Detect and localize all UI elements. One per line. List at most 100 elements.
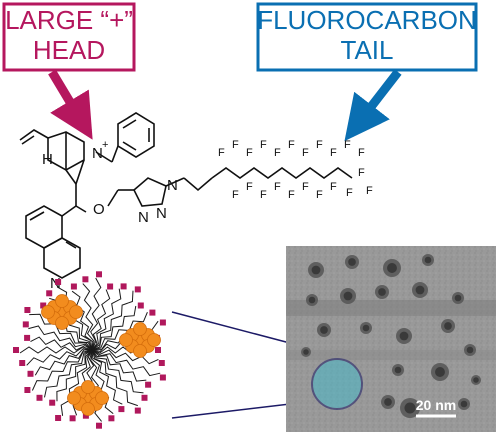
- surfactant-tail: [91, 349, 138, 407]
- surfactant-headgroup: [118, 406, 125, 413]
- surfactant-headgroup: [40, 302, 47, 309]
- tem-particle-core: [473, 377, 479, 383]
- surfactant-tail: [56, 349, 93, 402]
- nanoparticle: [133, 322, 147, 336]
- surfactant-headgroup: [107, 283, 114, 290]
- nanoparticle: [133, 344, 147, 358]
- surfactant-tail: [82, 283, 95, 351]
- surfactant-tail: [91, 312, 148, 351]
- fluorine-atom: F: [260, 139, 267, 151]
- tem-particle-core: [343, 291, 353, 301]
- fluorine-atom: F: [316, 189, 323, 201]
- tem-particle-core: [308, 296, 316, 304]
- surfactant-headgroup: [82, 276, 89, 283]
- surfactant-headgroup: [134, 286, 141, 293]
- surfactant-tail: [91, 349, 161, 377]
- molecule-structure: [19, 112, 353, 279]
- tail-label-line1: FLUOROCARBON: [257, 5, 477, 35]
- surfactant-tail: [91, 290, 134, 351]
- surfactant-tail: [28, 325, 93, 351]
- surfactant-headgroup: [96, 271, 102, 278]
- micelle-cartoon: [13, 271, 166, 429]
- surfactant-tail: [91, 305, 137, 351]
- nanoparticle: [41, 305, 55, 319]
- surfactant-tail: [30, 336, 93, 351]
- nanoparticle: [67, 391, 81, 405]
- surfactant-headgroup: [24, 307, 31, 313]
- tem-particle-core: [424, 256, 432, 264]
- fluorine-atom: F: [316, 139, 323, 151]
- fluorine-atom: F: [302, 181, 309, 193]
- surfactant-tail: [91, 349, 147, 382]
- fluorine-atom: F: [366, 185, 373, 197]
- atom-n-triazole-2: N: [156, 205, 167, 222]
- surfactant-headgroup: [36, 394, 43, 401]
- tem-particle-core: [378, 288, 386, 296]
- nanoparticle: [95, 391, 109, 405]
- tem-particle-core: [404, 402, 416, 414]
- nanoparticle-cluster: [67, 380, 109, 416]
- tem-particle-core: [466, 346, 474, 354]
- tem-particle-core: [311, 265, 321, 275]
- fluorine-atom: F: [274, 147, 281, 159]
- tem-particle-core: [415, 285, 425, 295]
- surfactant-tail: [34, 349, 92, 376]
- atom-h: H: [42, 151, 53, 168]
- surfactant-headgroup: [22, 321, 29, 328]
- fluorine-atom: F: [358, 167, 365, 179]
- head-arrow: [48, 69, 93, 140]
- surfactant-headgroup: [55, 279, 62, 285]
- fluorine-atom: F: [330, 181, 337, 193]
- nanoparticle-cluster: [41, 294, 83, 330]
- fluorine-atom: F: [274, 181, 281, 193]
- atom-n-quaternary: N: [92, 145, 103, 162]
- scale-bar-label: 20 nm: [416, 397, 456, 413]
- atom-charge: +: [102, 139, 108, 151]
- tem-micrograph: 20 nm: [286, 246, 496, 432]
- highlight-circle: [311, 358, 363, 410]
- fluorine-atom: F: [218, 147, 225, 159]
- tail-arrow: [344, 69, 402, 142]
- surfactant-headgroup: [137, 302, 144, 309]
- surfactant-headgroup: [134, 407, 141, 414]
- surfactant-headgroup: [24, 334, 31, 341]
- surfactant-headgroup: [19, 360, 26, 366]
- tem-particle-core: [394, 366, 402, 374]
- surfactant-tail: [91, 289, 111, 351]
- tail-label-line2: TAIL: [341, 35, 394, 65]
- surfactant-tail: [91, 349, 159, 365]
- surfactant-tail: [60, 349, 93, 416]
- head-label-line1: LARGE “+”: [5, 5, 133, 35]
- surfactant-tail: [19, 346, 93, 354]
- nanoparticle: [69, 305, 83, 319]
- surfactant-headgroup: [145, 381, 152, 388]
- surfactant-tail: [90, 349, 114, 414]
- fluorine-atom: F: [246, 181, 253, 193]
- nanoparticle: [119, 333, 133, 347]
- nanoparticle: [81, 402, 95, 416]
- tem-particle-core: [303, 349, 309, 355]
- tem-particle-core: [387, 263, 397, 273]
- tem-particles: [301, 254, 481, 418]
- fluorine-atom: F: [288, 139, 295, 151]
- tem-particle-core: [454, 294, 462, 302]
- fluorine-atom: F: [346, 187, 353, 199]
- surfactant-headgroup: [55, 415, 62, 421]
- surfactant-headgroup: [27, 370, 34, 377]
- fluorine-atom: F: [330, 147, 337, 159]
- surfactant-headgroup: [49, 399, 56, 406]
- surfactant-headgroup: [70, 283, 77, 290]
- surfactant-tail: [91, 349, 144, 394]
- fluorine-atom: F: [260, 189, 267, 201]
- surfactant-tail: [31, 349, 93, 391]
- surfactant-tail: [90, 277, 102, 351]
- nanoparticle: [55, 294, 69, 308]
- surfactant-headgroup: [13, 347, 19, 353]
- surfactant-headgroup: [158, 360, 165, 366]
- tail-label-box: FLUOROCARBON TAIL: [256, 2, 478, 72]
- tem-particle-core: [460, 400, 468, 408]
- head-label-box: LARGE “+” HEAD: [2, 2, 136, 72]
- surfactant-tail: [44, 349, 93, 398]
- fluorine-atom: F: [302, 147, 309, 159]
